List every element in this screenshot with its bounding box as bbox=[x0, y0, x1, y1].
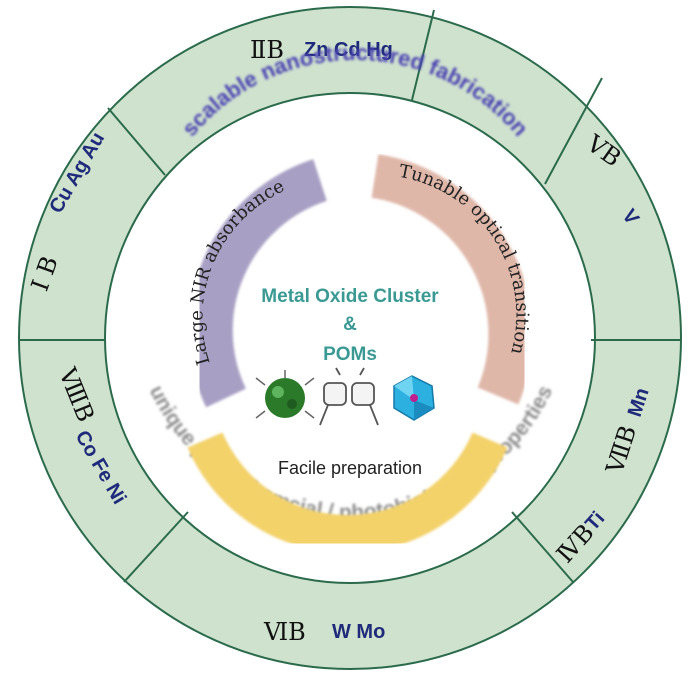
feature-bottom-label: Facile preparation bbox=[278, 458, 422, 478]
group-vib-elements: W Mo bbox=[332, 621, 385, 643]
feature-arc-left bbox=[188, 159, 328, 408]
center-title-line3: POMs bbox=[323, 344, 377, 365]
feature-arc-bottom bbox=[187, 432, 508, 553]
sector-dividers bbox=[19, 9, 681, 583]
group-iib: ⅡB Zn Cd Hg bbox=[250, 36, 393, 64]
group-vib: ⅥB W Mo bbox=[263, 618, 385, 646]
blue-crystal-icon bbox=[393, 375, 435, 421]
green-cluster-icon bbox=[255, 370, 315, 419]
center-title-line2: & bbox=[343, 314, 357, 335]
fist-bump-icon bbox=[319, 367, 379, 426]
feature-arc-right bbox=[371, 154, 533, 405]
group-iib-elements: Zn Cd Hg bbox=[304, 39, 393, 61]
group-iib-roman: ⅡB bbox=[250, 36, 284, 64]
group-vib-roman: ⅥB bbox=[263, 618, 306, 646]
center-title-line1: Metal Oxide Cluster bbox=[261, 286, 439, 307]
